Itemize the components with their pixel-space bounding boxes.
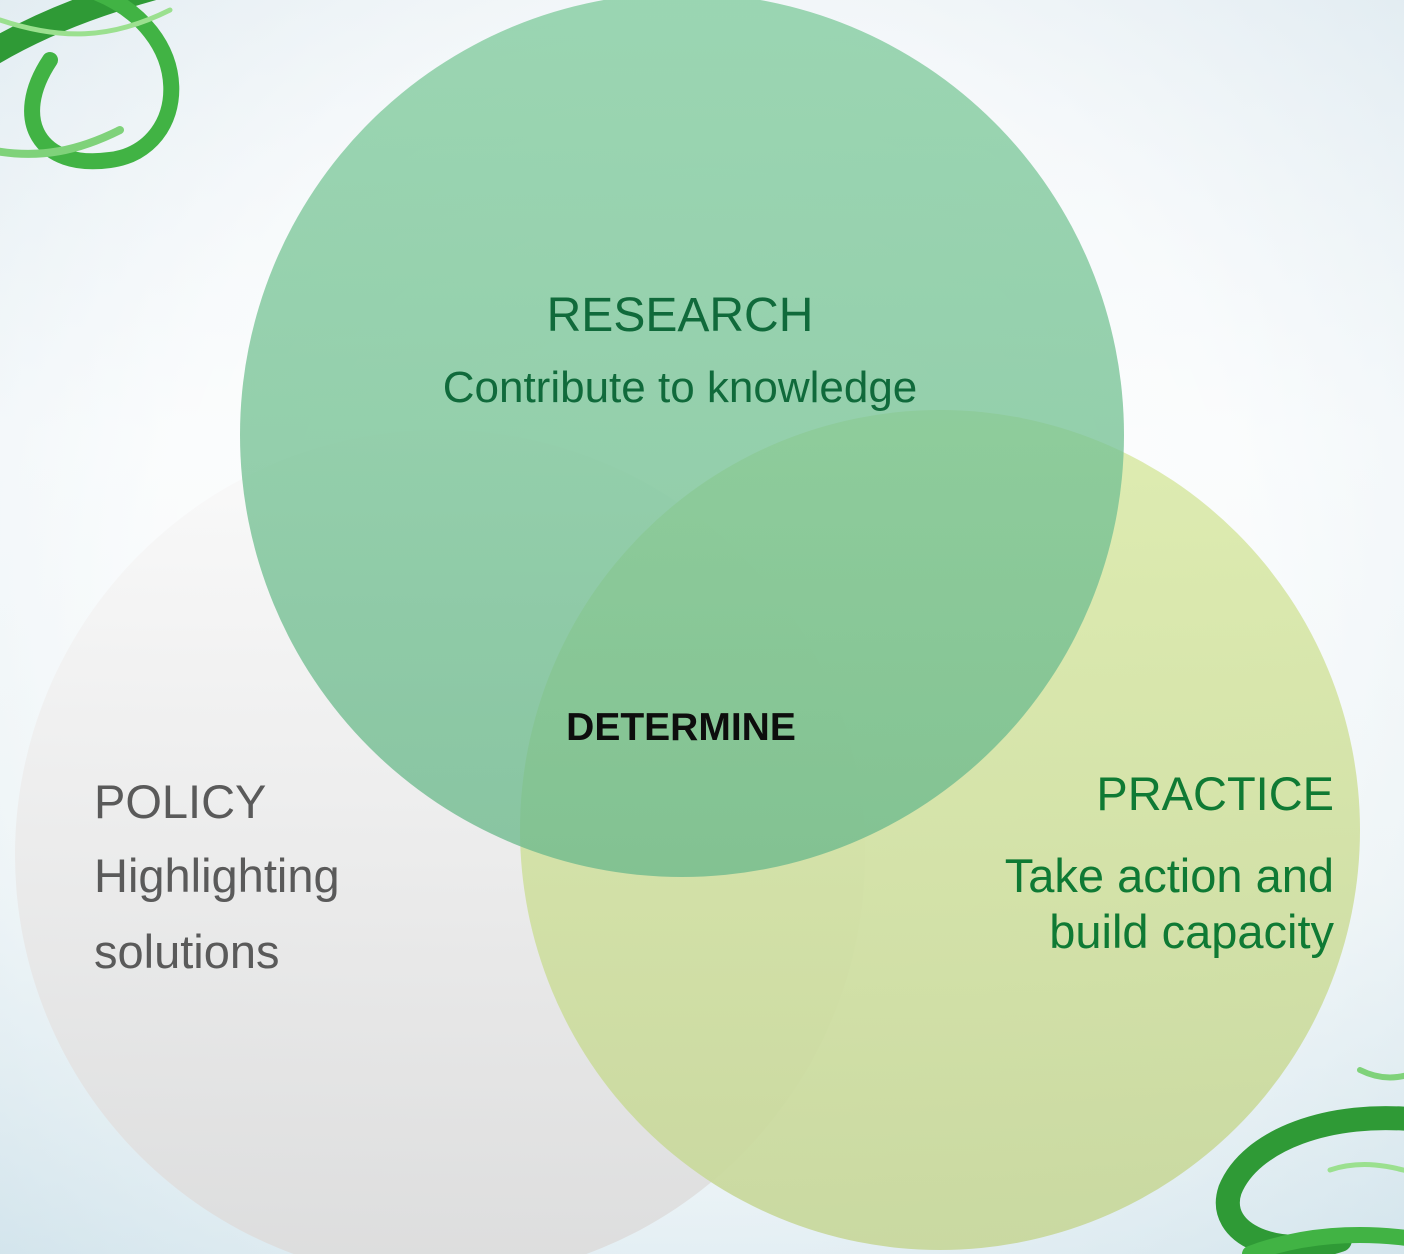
center-label: DETERMINE [566, 706, 796, 749]
research-subtitle: Contribute to knowledge [442, 363, 918, 412]
practice-subtitle-line2: build capacity [1049, 905, 1334, 958]
practice-subtitle-line1: Take action and [1004, 849, 1334, 902]
policy-title: POLICY [94, 775, 267, 828]
policy-subtitle-line2: solutions [94, 925, 280, 978]
policy-subtitle-line1: Highlighting [94, 849, 340, 902]
practice-title: PRACTICE [1096, 767, 1334, 820]
research-title: RESEARCH [546, 289, 814, 342]
vine-icon [1215, 1067, 1404, 1254]
research-circle [240, 0, 1124, 877]
vine-icon [0, 0, 180, 170]
